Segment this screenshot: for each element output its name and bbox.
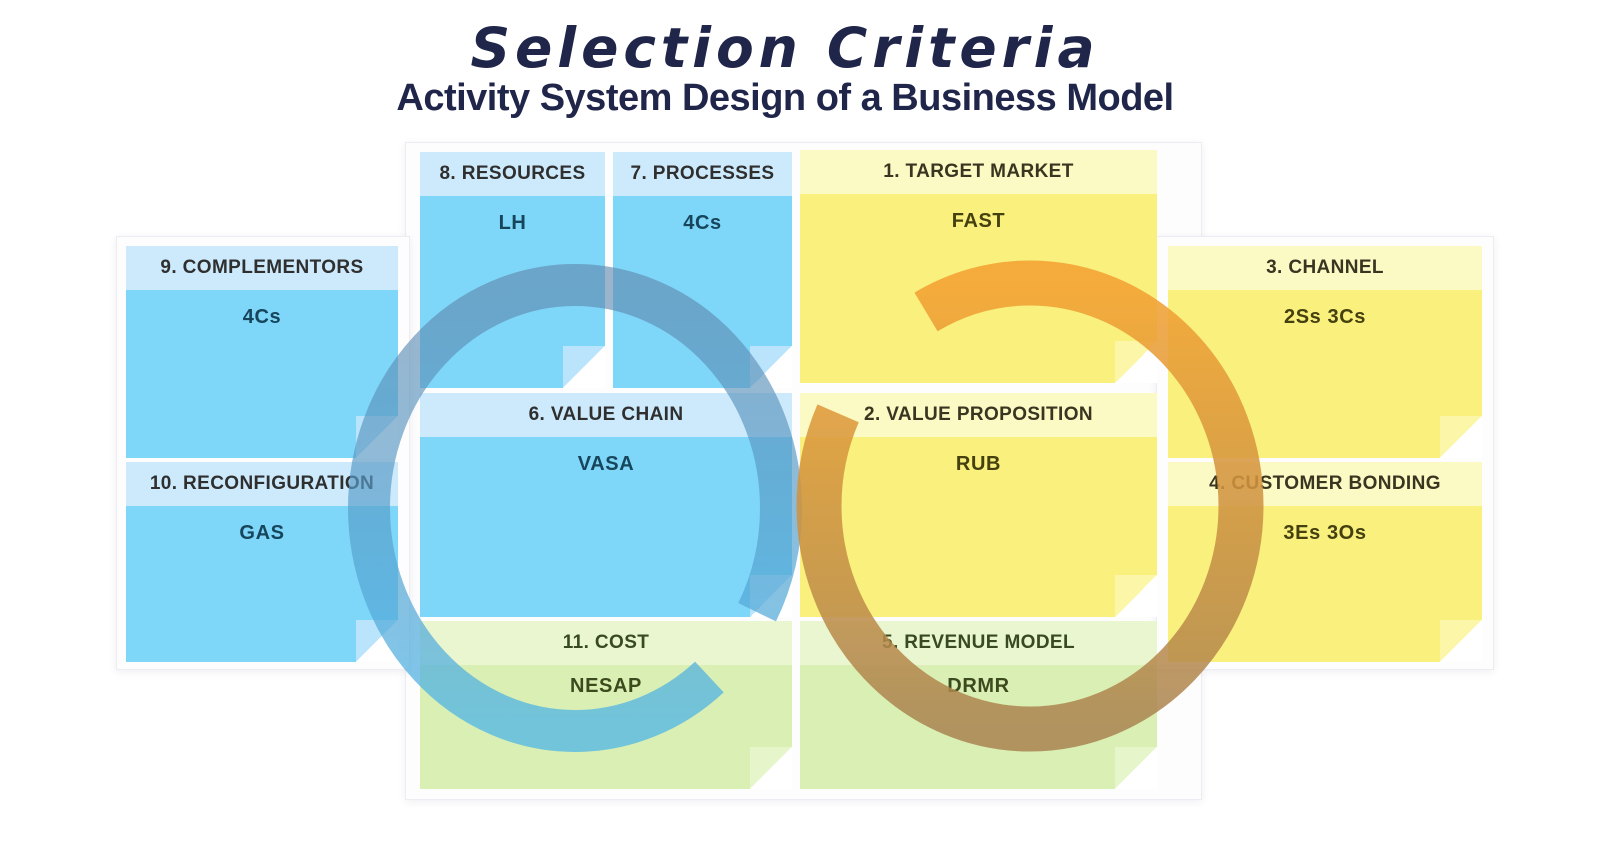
note-label: 5. REVENUE MODEL (800, 621, 1157, 665)
note-value: LH (498, 212, 527, 234)
folded-corner-icon (1440, 416, 1482, 458)
page-title: Selection Criteria (470, 16, 1100, 80)
note-value: 4Cs (242, 306, 282, 328)
folded-corner-icon (750, 575, 792, 617)
note-value: VASA (577, 453, 635, 475)
page-subtitle: Activity System Design of a Business Mod… (396, 76, 1174, 119)
sticky-note-processes: 7. PROCESSES 4Cs (613, 152, 792, 388)
note-value: FAST (951, 210, 1006, 232)
folded-corner-icon (356, 416, 398, 458)
sticky-note-cost: 11. COST NESAP (420, 621, 792, 789)
note-label: 11. COST (420, 621, 792, 665)
folded-corner-icon (1115, 341, 1157, 383)
folded-corner-icon (1115, 575, 1157, 617)
sticky-note-revenue-model: 5. REVENUE MODEL DRMR (800, 621, 1157, 789)
folded-corner-icon (1115, 747, 1157, 789)
sticky-note-complementors: 9. COMPLEMENTORS 4Cs (126, 246, 398, 458)
sticky-note-customer-bonding: 4. CUSTOMER BONDING 3Es 3Os (1168, 462, 1482, 662)
note-label: 3. CHANNEL (1168, 246, 1482, 290)
folded-corner-icon (563, 346, 605, 388)
note-label: 9. COMPLEMENTORS (126, 246, 398, 290)
title-block: Selection Criteria Activity System Desig… (0, 18, 1570, 118)
sticky-note-value-proposition: 2. VALUE PROPOSITION RUB (800, 393, 1157, 617)
sticky-note-value-chain: 6. VALUE CHAIN VASA (420, 393, 792, 617)
folded-corner-icon (750, 346, 792, 388)
note-label: 2. VALUE PROPOSITION (800, 393, 1157, 437)
note-value: DRMR (947, 675, 1010, 697)
sticky-note-channel: 3. CHANNEL 2Ss 3Cs (1168, 246, 1482, 458)
sticky-note-resources: 8. RESOURCES LH (420, 152, 605, 388)
folded-corner-icon (750, 747, 792, 789)
note-value: 2Ss 3Cs (1283, 306, 1367, 328)
note-value: NESAP (570, 675, 642, 697)
folded-corner-icon (1440, 620, 1482, 662)
sticky-note-target-market: 1. TARGET MARKET FAST (800, 150, 1157, 383)
note-label: 7. PROCESSES (613, 152, 792, 196)
note-label: 4. CUSTOMER BONDING (1168, 462, 1482, 506)
note-value: RUB (955, 453, 1002, 475)
folded-corner-icon (356, 620, 398, 662)
note-label: 8. RESOURCES (420, 152, 605, 196)
note-value: GAS (239, 522, 285, 544)
note-label: 6. VALUE CHAIN (420, 393, 792, 437)
note-value: 4Cs (683, 212, 722, 234)
note-label: 1. TARGET MARKET (800, 150, 1157, 194)
note-label: 10. RECONFIGURATION (126, 462, 398, 506)
note-value: 3Es 3Os (1283, 522, 1367, 544)
sticky-note-reconfiguration: 10. RECONFIGURATION GAS (126, 462, 398, 662)
